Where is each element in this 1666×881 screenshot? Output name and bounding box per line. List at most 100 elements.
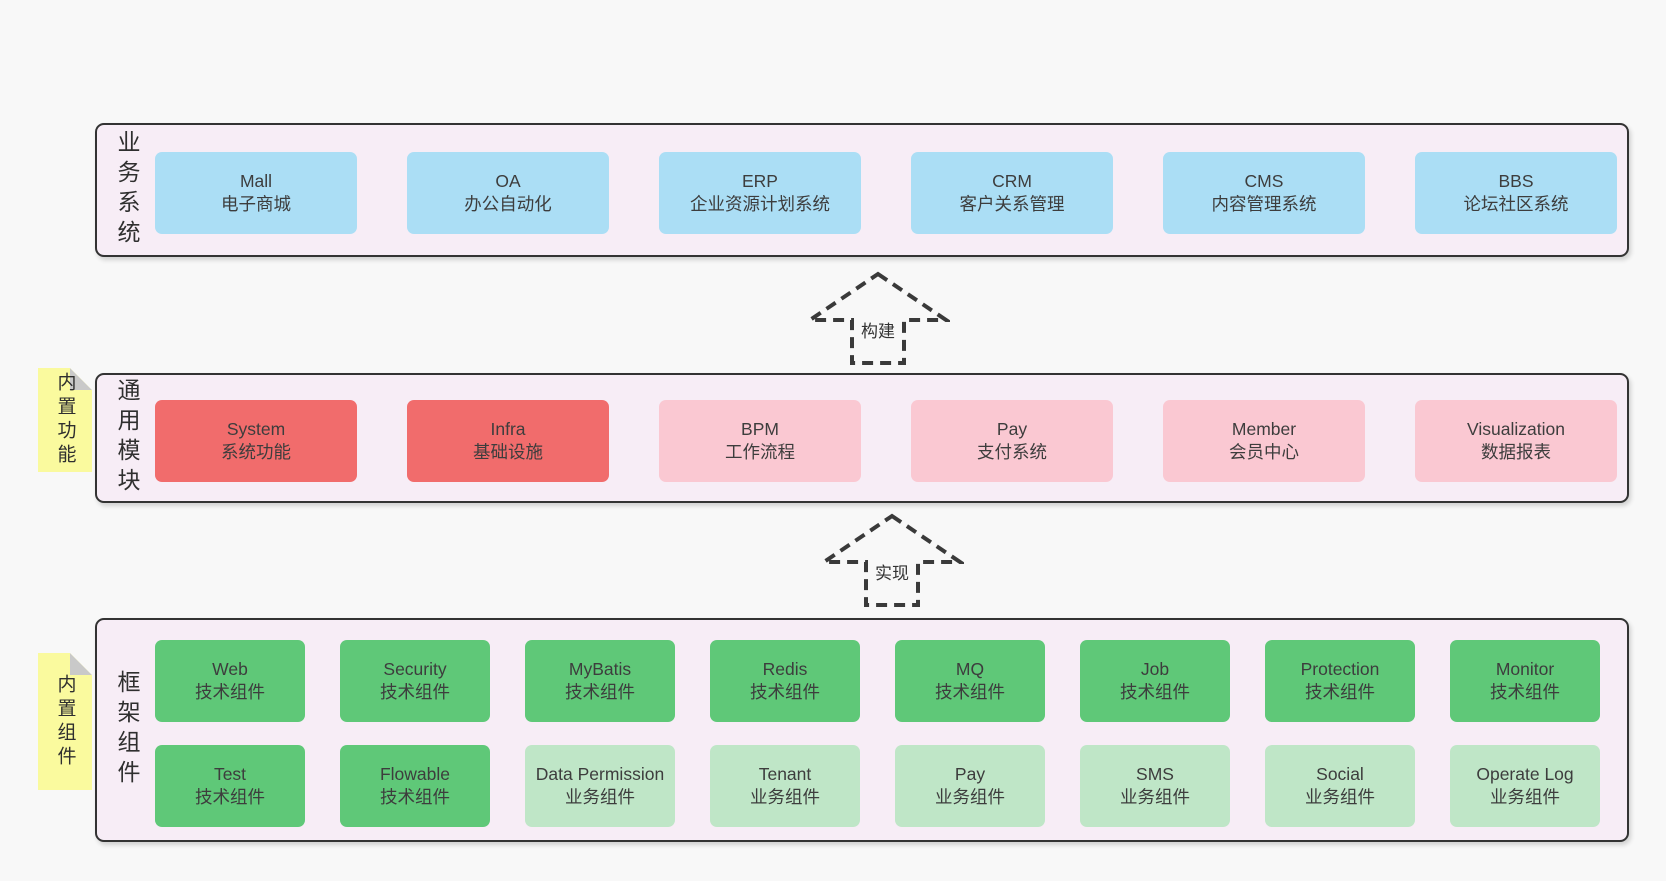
common-layer-label: 通用模块 xyxy=(114,378,140,498)
module-box-bbs: BBS 论坛社区系统 xyxy=(1415,152,1617,234)
box-desc-text: 内容管理系统 xyxy=(1211,194,1317,214)
box-desc-text: 论坛社区系统 xyxy=(1463,194,1569,214)
folded-corner-icon xyxy=(70,653,92,675)
build-arrow: 构建 xyxy=(806,270,950,366)
business-box-row: Mall 电子商城 OA 办公自动化 ERP 企业资源计划系统 CRM 客户关系… xyxy=(155,152,1617,234)
module-box-erp: ERP 企业资源计划系统 xyxy=(659,152,861,234)
implement-arrow-label: 实现 xyxy=(872,559,912,584)
component-box-pay: Pay 业务组件 xyxy=(895,745,1045,827)
framework-layer-label: 框架组件 xyxy=(114,670,140,790)
box-name-text: Web xyxy=(212,659,248,679)
component-box-flowable: Flowable 技术组件 xyxy=(340,745,490,827)
framework-components-layer: 框架组件 Web 技术组件 Security 技术组件 MyBatis 技术组件… xyxy=(95,618,1629,842)
box-desc-text: 业务组件 xyxy=(565,787,635,807)
component-box-sms: SMS 业务组件 xyxy=(1080,745,1230,827)
common-modules-layer: 通用模块 System 系统功能 Infra 基础设施 BPM 工作流程 Pay… xyxy=(95,373,1629,503)
box-desc-text: 业务组件 xyxy=(750,787,820,807)
component-box-tenant: Tenant 业务组件 xyxy=(710,745,860,827)
box-name-text: Pay xyxy=(954,764,986,784)
box-name-text: Tenant xyxy=(758,764,812,784)
box-desc-text: 技术组件 xyxy=(750,682,820,702)
build-arrow-label: 构建 xyxy=(858,317,898,342)
box-desc-text: 业务组件 xyxy=(1490,787,1560,807)
box-name-text: MQ xyxy=(955,659,985,679)
business-layer-label: 业务系统 xyxy=(114,130,140,250)
box-name-text: Data Permission xyxy=(535,764,665,784)
box-desc-text: 业务组件 xyxy=(1305,787,1375,807)
framework-box-row-2: Test 技术组件 Flowable 技术组件 Data Permission … xyxy=(155,745,1600,827)
box-name-text: Flowable xyxy=(379,764,451,784)
component-box-social: Social 业务组件 xyxy=(1265,745,1415,827)
box-name-text: CMS xyxy=(1244,171,1284,191)
box-name-text: SMS xyxy=(1136,764,1174,784)
box-name-text: Job xyxy=(1140,659,1170,679)
component-box-redis: Redis 技术组件 xyxy=(710,640,860,722)
box-name-text: Redis xyxy=(762,659,808,679)
box-desc-text: 技术组件 xyxy=(1305,682,1375,702)
box-name-text: Infra xyxy=(490,419,526,439)
box-name-text: Operate Log xyxy=(1476,764,1574,784)
box-name-text: Monitor xyxy=(1495,659,1555,679)
module-box-oa: OA 办公自动化 xyxy=(407,152,609,234)
box-name-text: Protection xyxy=(1300,659,1380,679)
component-box-operate-log: Operate Log 业务组件 xyxy=(1450,745,1600,827)
box-desc-text: 数据报表 xyxy=(1481,442,1551,462)
up-arrow-icon xyxy=(820,513,964,607)
box-desc-text: 技术组件 xyxy=(380,787,450,807)
component-box-web: Web 技术组件 xyxy=(155,640,305,722)
implement-arrow: 实现 xyxy=(820,512,964,608)
box-desc-text: 业务组件 xyxy=(935,787,1005,807)
module-box-bpm: BPM 工作流程 xyxy=(659,400,861,482)
box-name-text: Visualization xyxy=(1467,419,1565,439)
box-desc-text: 支付系统 xyxy=(977,442,1047,462)
box-desc-text: 技术组件 xyxy=(565,682,635,702)
box-desc-text: 技术组件 xyxy=(1120,682,1190,702)
component-box-mybatis: MyBatis 技术组件 xyxy=(525,640,675,722)
box-name-text: CRM xyxy=(992,171,1032,191)
box-name-text: System xyxy=(226,419,286,439)
module-box-cms: CMS 内容管理系统 xyxy=(1163,152,1365,234)
box-desc-text: 工作流程 xyxy=(725,442,795,462)
box-name-text: Test xyxy=(213,764,247,784)
box-name-text: BPM xyxy=(741,419,779,439)
box-name-text: Mall xyxy=(239,171,273,191)
box-desc-text: 客户关系管理 xyxy=(959,194,1065,214)
box-name-text: ERP xyxy=(742,171,778,191)
box-name-text: MyBatis xyxy=(568,659,632,679)
module-box-system: System 系统功能 xyxy=(155,400,357,482)
business-systems-layer: 业务系统 Mall 电子商城 OA 办公自动化 ERP 企业资源计划系统 CRM… xyxy=(95,123,1629,257)
builtin-features-note: 内置功能 xyxy=(38,368,92,472)
component-box-security: Security 技术组件 xyxy=(340,640,490,722)
box-desc-text: 电子商城 xyxy=(221,194,291,214)
box-desc-text: 业务组件 xyxy=(1120,787,1190,807)
module-box-mall: Mall 电子商城 xyxy=(155,152,357,234)
box-desc-text: 基础设施 xyxy=(473,442,543,462)
module-box-visualization: Visualization 数据报表 xyxy=(1415,400,1617,482)
box-name-text: OA xyxy=(495,171,521,191)
box-name-text: Security xyxy=(383,659,447,679)
box-desc-text: 技术组件 xyxy=(935,682,1005,702)
box-name-text: Pay xyxy=(996,419,1028,439)
builtin-components-note-label: 内置组件 xyxy=(54,673,76,770)
up-arrow-icon xyxy=(806,271,950,365)
component-box-monitor: Monitor 技术组件 xyxy=(1450,640,1600,722)
box-desc-text: 技术组件 xyxy=(195,787,265,807)
component-box-mq: MQ 技术组件 xyxy=(895,640,1045,722)
box-name-text: BBS xyxy=(1498,171,1534,191)
box-desc-text: 系统功能 xyxy=(221,442,291,462)
module-box-member: Member 会员中心 xyxy=(1163,400,1365,482)
box-desc-text: 技术组件 xyxy=(195,682,265,702)
box-name-text: Social xyxy=(1316,764,1364,784)
component-box-data-permission: Data Permission 业务组件 xyxy=(525,745,675,827)
box-desc-text: 技术组件 xyxy=(380,682,450,702)
box-desc-text: 企业资源计划系统 xyxy=(690,194,830,214)
module-box-pay: Pay 支付系统 xyxy=(911,400,1113,482)
component-box-protection: Protection 技术组件 xyxy=(1265,640,1415,722)
module-box-infra: Infra 基础设施 xyxy=(407,400,609,482)
framework-box-row-1: Web 技术组件 Security 技术组件 MyBatis 技术组件 Redi… xyxy=(155,640,1600,722)
box-name-text: Member xyxy=(1231,419,1297,439)
box-desc-text: 办公自动化 xyxy=(464,194,552,214)
builtin-components-note: 内置组件 xyxy=(38,653,92,790)
box-desc-text: 技术组件 xyxy=(1490,682,1560,702)
common-box-row: System 系统功能 Infra 基础设施 BPM 工作流程 Pay 支付系统… xyxy=(155,400,1617,482)
